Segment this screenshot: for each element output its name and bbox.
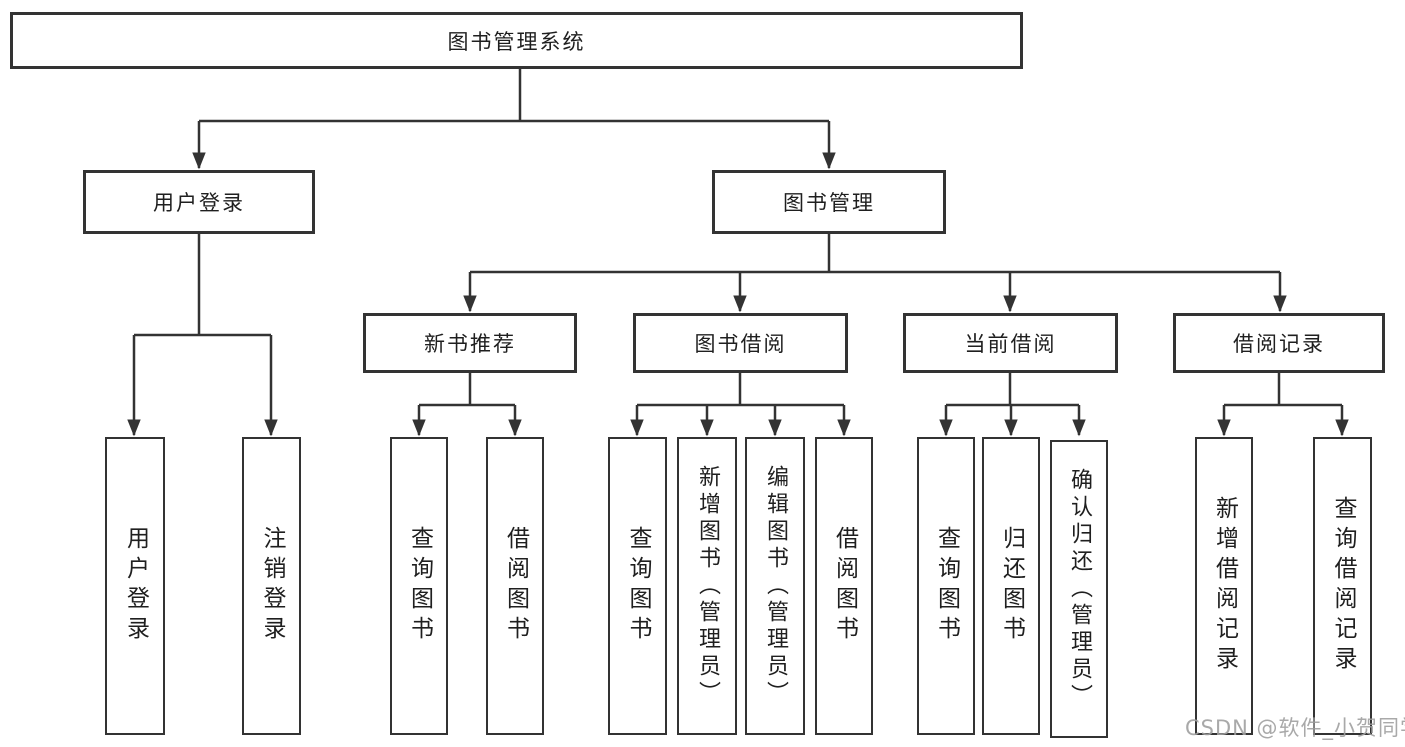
node-user-login: 用户登录 [83, 170, 315, 234]
leaf-user-login-label: 用户登录 [122, 526, 149, 646]
leaf-query-borrow-record: 查询借阅记录 [1313, 437, 1372, 735]
leaf-query-book-1-label: 查询图书 [406, 526, 433, 646]
leaf-borrow-book-1-label: 借阅图书 [502, 526, 529, 646]
leaf-query-book-2: 查询图书 [608, 437, 667, 735]
node-book-borrow: 图书借阅 [633, 313, 848, 373]
leaf-query-book-2-label: 查询图书 [625, 526, 651, 646]
leaf-edit-book-admin-label: 编辑图书（管理员） [763, 464, 788, 708]
node-book-borrow-label: 图书借阅 [694, 332, 787, 356]
leaf-borrow-book-2-label: 借阅图书 [831, 526, 858, 646]
leaf-confirm-return-admin-label: 确认归还（管理员） [1067, 467, 1092, 711]
leaf-add-borrow-record-label: 新增借阅记录 [1211, 496, 1238, 676]
node-current-borrow-label: 当前借阅 [964, 332, 1057, 356]
leaf-query-book-3: 查询图书 [917, 437, 975, 735]
leaf-borrow-book-2: 借阅图书 [815, 437, 873, 735]
leaf-logout: 注销登录 [242, 437, 301, 735]
node-book-management-label: 图书管理 [783, 191, 875, 215]
leaf-query-book-1: 查询图书 [390, 437, 448, 735]
node-root-label: 图书管理系统 [447, 29, 586, 54]
node-new-book-recommend: 新书推荐 [363, 313, 577, 373]
leaf-add-borrow-record: 新增借阅记录 [1195, 437, 1253, 735]
leaf-borrow-book-1: 借阅图书 [486, 437, 544, 735]
leaf-query-book-3-label: 查询图书 [933, 526, 960, 646]
node-user-login-label: 用户登录 [153, 191, 245, 215]
leaf-query-borrow-record-label: 查询借阅记录 [1330, 496, 1356, 676]
leaf-confirm-return-admin: 确认归还（管理员） [1050, 440, 1108, 738]
leaf-user-login: 用户登录 [105, 437, 165, 735]
node-new-book-recommend-label: 新书推荐 [424, 332, 516, 356]
leaf-return-book: 归还图书 [982, 437, 1040, 735]
node-borrow-record: 借阅记录 [1173, 313, 1385, 373]
node-borrow-record-label: 借阅记录 [1233, 332, 1325, 356]
node-root: 图书管理系统 [10, 12, 1023, 69]
leaf-add-book-admin: 新增图书（管理员） [677, 437, 737, 735]
csdn-watermark: CSDN @软件_小贺同学 [1185, 716, 1405, 740]
leaf-logout-label: 注销登录 [259, 526, 285, 646]
leaf-add-book-admin-label: 新增图书（管理员） [695, 464, 720, 708]
leaf-return-book-label: 归还图书 [998, 526, 1025, 646]
leaf-edit-book-admin: 编辑图书（管理员） [745, 437, 805, 735]
node-current-borrow: 当前借阅 [903, 313, 1118, 373]
node-book-management: 图书管理 [712, 170, 946, 234]
